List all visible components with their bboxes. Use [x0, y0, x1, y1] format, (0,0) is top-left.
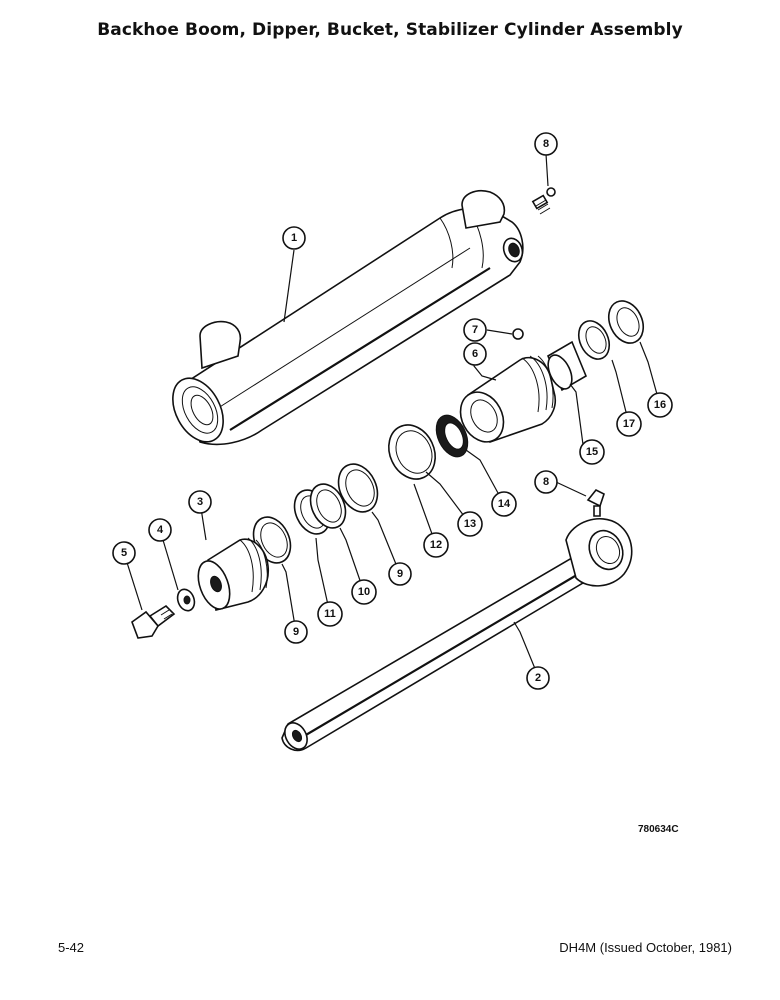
callout-6: 6: [463, 342, 487, 366]
callout-13: 13: [457, 511, 483, 537]
bolt: [131, 604, 176, 639]
callout-4: 4: [148, 518, 172, 542]
callout-9-left-label: 9: [293, 626, 299, 638]
callout-6-label: 6: [472, 348, 478, 360]
grease-fitting-bottom: [586, 488, 605, 517]
check-ball: [512, 328, 524, 340]
piston-ring-upper: [337, 463, 379, 513]
callout-7: 7: [463, 318, 487, 342]
callout-12: 12: [423, 532, 449, 558]
head-o-ring: [388, 424, 436, 480]
callout-2: 2: [526, 666, 550, 690]
rod-seal: [435, 414, 469, 458]
callout-17: 17: [616, 411, 642, 437]
callout-11-label: 11: [324, 608, 336, 620]
callout-8-top-label: 8: [543, 138, 549, 150]
page-title: Backhoe Boom, Dipper, Bucket, Stabilizer…: [97, 20, 683, 40]
wiper-seal: [607, 300, 645, 344]
document-id: DH4M (Issued October, 1981): [559, 940, 732, 955]
bushing: [546, 340, 588, 392]
callout-11: 11: [317, 601, 343, 627]
callout-8-top: 8: [534, 132, 558, 156]
callout-8-bottom-label: 8: [543, 476, 549, 488]
callout-5-label: 5: [121, 547, 127, 559]
page-number: 5-42: [58, 940, 85, 955]
callout-3: 3: [188, 490, 212, 514]
callout-16-label: 16: [654, 399, 666, 411]
callout-2-label: 2: [535, 672, 541, 684]
callout-14: 14: [491, 491, 517, 517]
callout-1-label: 1: [291, 232, 297, 244]
callout-9-left: 9: [284, 620, 308, 644]
callout-13-label: 13: [464, 518, 476, 530]
callout-7-label: 7: [472, 324, 478, 336]
cylinder-head: [459, 355, 557, 443]
callout-16: 16: [647, 392, 673, 418]
callout-12-label: 12: [430, 539, 442, 551]
callout-10: 10: [351, 579, 377, 605]
callout-9-right: 9: [388, 562, 412, 586]
cylinder-barrel: [172, 189, 524, 446]
figure-id: 780634C: [638, 824, 679, 835]
callout-3-label: 3: [197, 496, 203, 508]
piston-seal-set: [293, 483, 347, 535]
washer: [176, 588, 196, 612]
piston: [197, 537, 270, 611]
callout-1: 1: [282, 226, 306, 250]
callout-10-label: 10: [358, 586, 370, 598]
callout-15-label: 15: [586, 446, 598, 458]
callout-17-label: 17: [623, 418, 635, 430]
piston-rod: [281, 518, 633, 752]
callout-4-label: 4: [157, 524, 164, 536]
grease-fitting-top: [531, 187, 556, 215]
callout-9-right-label: 9: [397, 568, 403, 580]
callout-8-bottom: 8: [534, 470, 558, 494]
callout-15: 15: [579, 439, 605, 465]
callout-5: 5: [112, 541, 136, 565]
leader-lines: [123, 153, 661, 677]
wear-ring: [577, 320, 611, 360]
callout-14-label: 14: [498, 498, 511, 510]
